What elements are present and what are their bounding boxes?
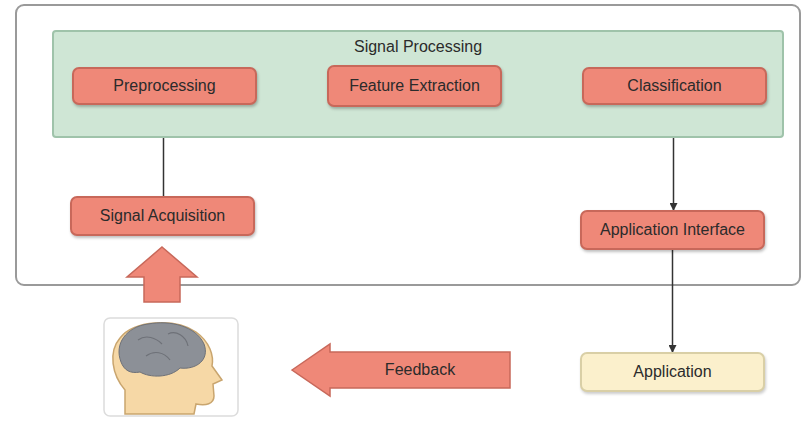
box-label: Signal Acquisition [100,207,225,225]
process-box: Classification [582,67,767,105]
flow-arrow [672,250,674,352]
process-box: Preprocessing [72,67,257,105]
box-label: Classification [627,77,721,95]
feedback-arrow [292,344,510,396]
box-label: Application Interface [600,221,745,239]
process-box: Feature Extraction [327,65,502,107]
group-title: Signal Processing [54,38,782,56]
arrow-label: Feedback [385,361,455,379]
system-frame [16,5,800,285]
head-illustration [104,318,238,416]
process-box: Application Interface [580,210,765,250]
application-box: Application [580,352,765,392]
box-label: Feature Extraction [349,77,480,95]
process-box: Signal Acquisition [70,196,255,236]
box-label: Application [633,363,711,381]
box-label: Preprocessing [113,77,215,95]
input-arrow [127,247,197,302]
processing-group: Signal ProcessingPreprocessing Feature Ex… [52,30,784,138]
